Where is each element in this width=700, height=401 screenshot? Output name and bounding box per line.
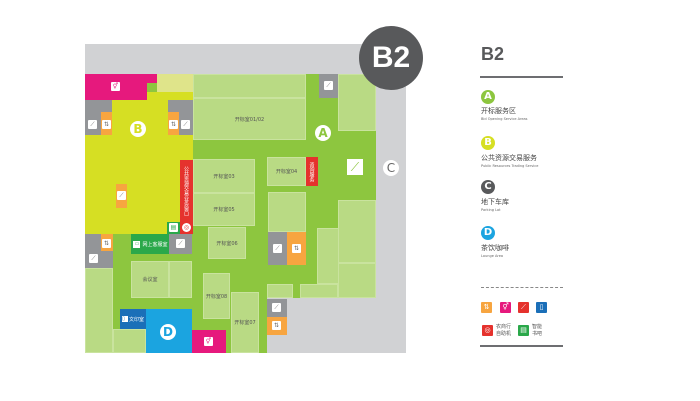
legend-d-icon: D (481, 226, 495, 240)
restroom-icon: ⚥ (500, 302, 511, 313)
escalator-icon: ⟋ (117, 191, 126, 200)
elevator-icon: ⇅ (272, 321, 281, 330)
floor-badge: B2 (359, 26, 423, 90)
atm-label-line2: 自助机 (496, 331, 512, 337)
elevator-icon: ⇅ (102, 239, 111, 248)
escalator-block: ⟋ (268, 232, 287, 265)
room-block (113, 329, 146, 353)
escalator-icon: ⟋ (273, 244, 282, 253)
zone-b-marker: B (130, 121, 146, 137)
pale-block (157, 74, 193, 92)
parking-area (267, 298, 406, 353)
escalator-icon: ⟋ (272, 303, 281, 312)
legend-a-icon: A (481, 90, 495, 104)
elevator-icon: ⇅ (292, 244, 301, 253)
elevator-block: ⇅ (101, 112, 112, 135)
legend-title: B2 (481, 44, 505, 64)
escalator-block: ⟋ (169, 234, 192, 254)
online-service-room[interactable]: ▭网上客服室 (131, 234, 170, 254)
legend-c-label: 地下车库 (481, 198, 509, 206)
room-block (300, 284, 338, 298)
book-label-line1: 智能 (532, 324, 543, 330)
atm[interactable]: ◎ (180, 222, 193, 234)
legend-bottom-divider (480, 345, 563, 347)
legend-d-label: 茶饮咖啡 (481, 244, 509, 252)
room-block (268, 192, 306, 232)
document-icon: ▯ (536, 302, 547, 313)
elevator-icon: ⇅ (169, 120, 178, 129)
room-block (193, 74, 306, 98)
room-block (338, 74, 376, 131)
legend-b-icon: B (481, 136, 495, 150)
print-room[interactable]: ▯文印室 (120, 309, 146, 329)
service-window-label: 公共资源交易业务窗口 (180, 160, 193, 222)
legend-dotted-divider (481, 287, 563, 288)
room-0102[interactable]: 开标室01/02 (193, 98, 306, 140)
legend-b-label: 公共资源交易服务 (481, 154, 537, 162)
smart-book-bar[interactable]: ▤ (167, 222, 180, 234)
escalator-icon: ⟋ (324, 81, 333, 90)
escalator-block: ⟋ (267, 299, 287, 317)
atm-label-line1: 农商行 (496, 324, 512, 330)
escalator-block: ⟋ (116, 184, 127, 208)
meeting-room[interactable]: 会议室 (131, 261, 169, 298)
room-04[interactable]: 开标室04 (267, 157, 306, 186)
online-service-label: 网上客服室 (142, 241, 168, 248)
escalator-block: ⟋ (319, 74, 338, 98)
escalator-icon: ⟋ (518, 302, 529, 313)
room-block (317, 228, 339, 284)
escalator-icon: ⟋ (176, 239, 185, 248)
elevator-icon: ⇅ (102, 120, 111, 129)
restroom-block: ⚥ (192, 330, 226, 353)
room-06[interactable]: 开标室06 (208, 227, 246, 259)
computer-icon: ▭ (133, 240, 141, 248)
atm-icon: ◎ (182, 223, 191, 232)
room-08[interactable]: 开标室08 (203, 273, 230, 319)
book-label: 智能书吧 (532, 324, 542, 338)
elevator-block: ⇅ (267, 317, 287, 335)
restroom-icon: ⚥ (111, 82, 120, 91)
zone-d-marker: D (160, 324, 176, 340)
restroom-block: ⚥ (85, 74, 147, 100)
elevator-block: ⇅ (101, 234, 113, 251)
zone-a-marker: A (315, 125, 331, 141)
escalator-icon: ⟋ (89, 254, 98, 263)
legend-a-label: 开标服务区 (481, 107, 516, 115)
legend-c-en: Parking Lot (481, 208, 501, 212)
elevator-icon: ⇅ (481, 302, 492, 313)
print-room-label: 文印室 (128, 316, 144, 323)
elevator-block: ⇅ (287, 232, 306, 265)
book-icon: ▤ (169, 223, 178, 232)
atm-icon: ◎ (482, 325, 493, 336)
legend-a-en: Bid Opening Service Areas (481, 117, 528, 121)
room-block (338, 263, 376, 298)
atm-label: 农商行自助机 (496, 324, 511, 338)
zone-c-marker: C (383, 160, 399, 176)
legend-divider (480, 76, 563, 78)
room-block (169, 261, 192, 298)
legend-c-icon: C (481, 180, 495, 194)
book-icon: ▤ (518, 325, 529, 336)
escalator-icon: ⟋ (88, 120, 97, 129)
room-block (267, 284, 293, 298)
document-icon: ▯ (121, 316, 128, 322)
room-block (338, 200, 376, 263)
room-07[interactable]: 开标室07 (231, 292, 259, 353)
room-03[interactable]: 开标室03 (193, 159, 255, 193)
elevator-block: ⇅ (168, 112, 179, 135)
escalator-icon: ⟋ (347, 159, 363, 175)
room-block (85, 268, 113, 353)
room-05[interactable]: 开标室05 (193, 193, 255, 226)
escalator-icon: ⟋ (181, 120, 190, 129)
legend-d-en: Lounge Area (481, 254, 504, 258)
restroom-icon: ⚥ (204, 337, 213, 346)
book-label-line2: 书吧 (532, 331, 543, 337)
consult-desk-label: 咨询服务 (306, 157, 318, 186)
legend-b-en: Public Resources Trading Service (481, 164, 539, 168)
